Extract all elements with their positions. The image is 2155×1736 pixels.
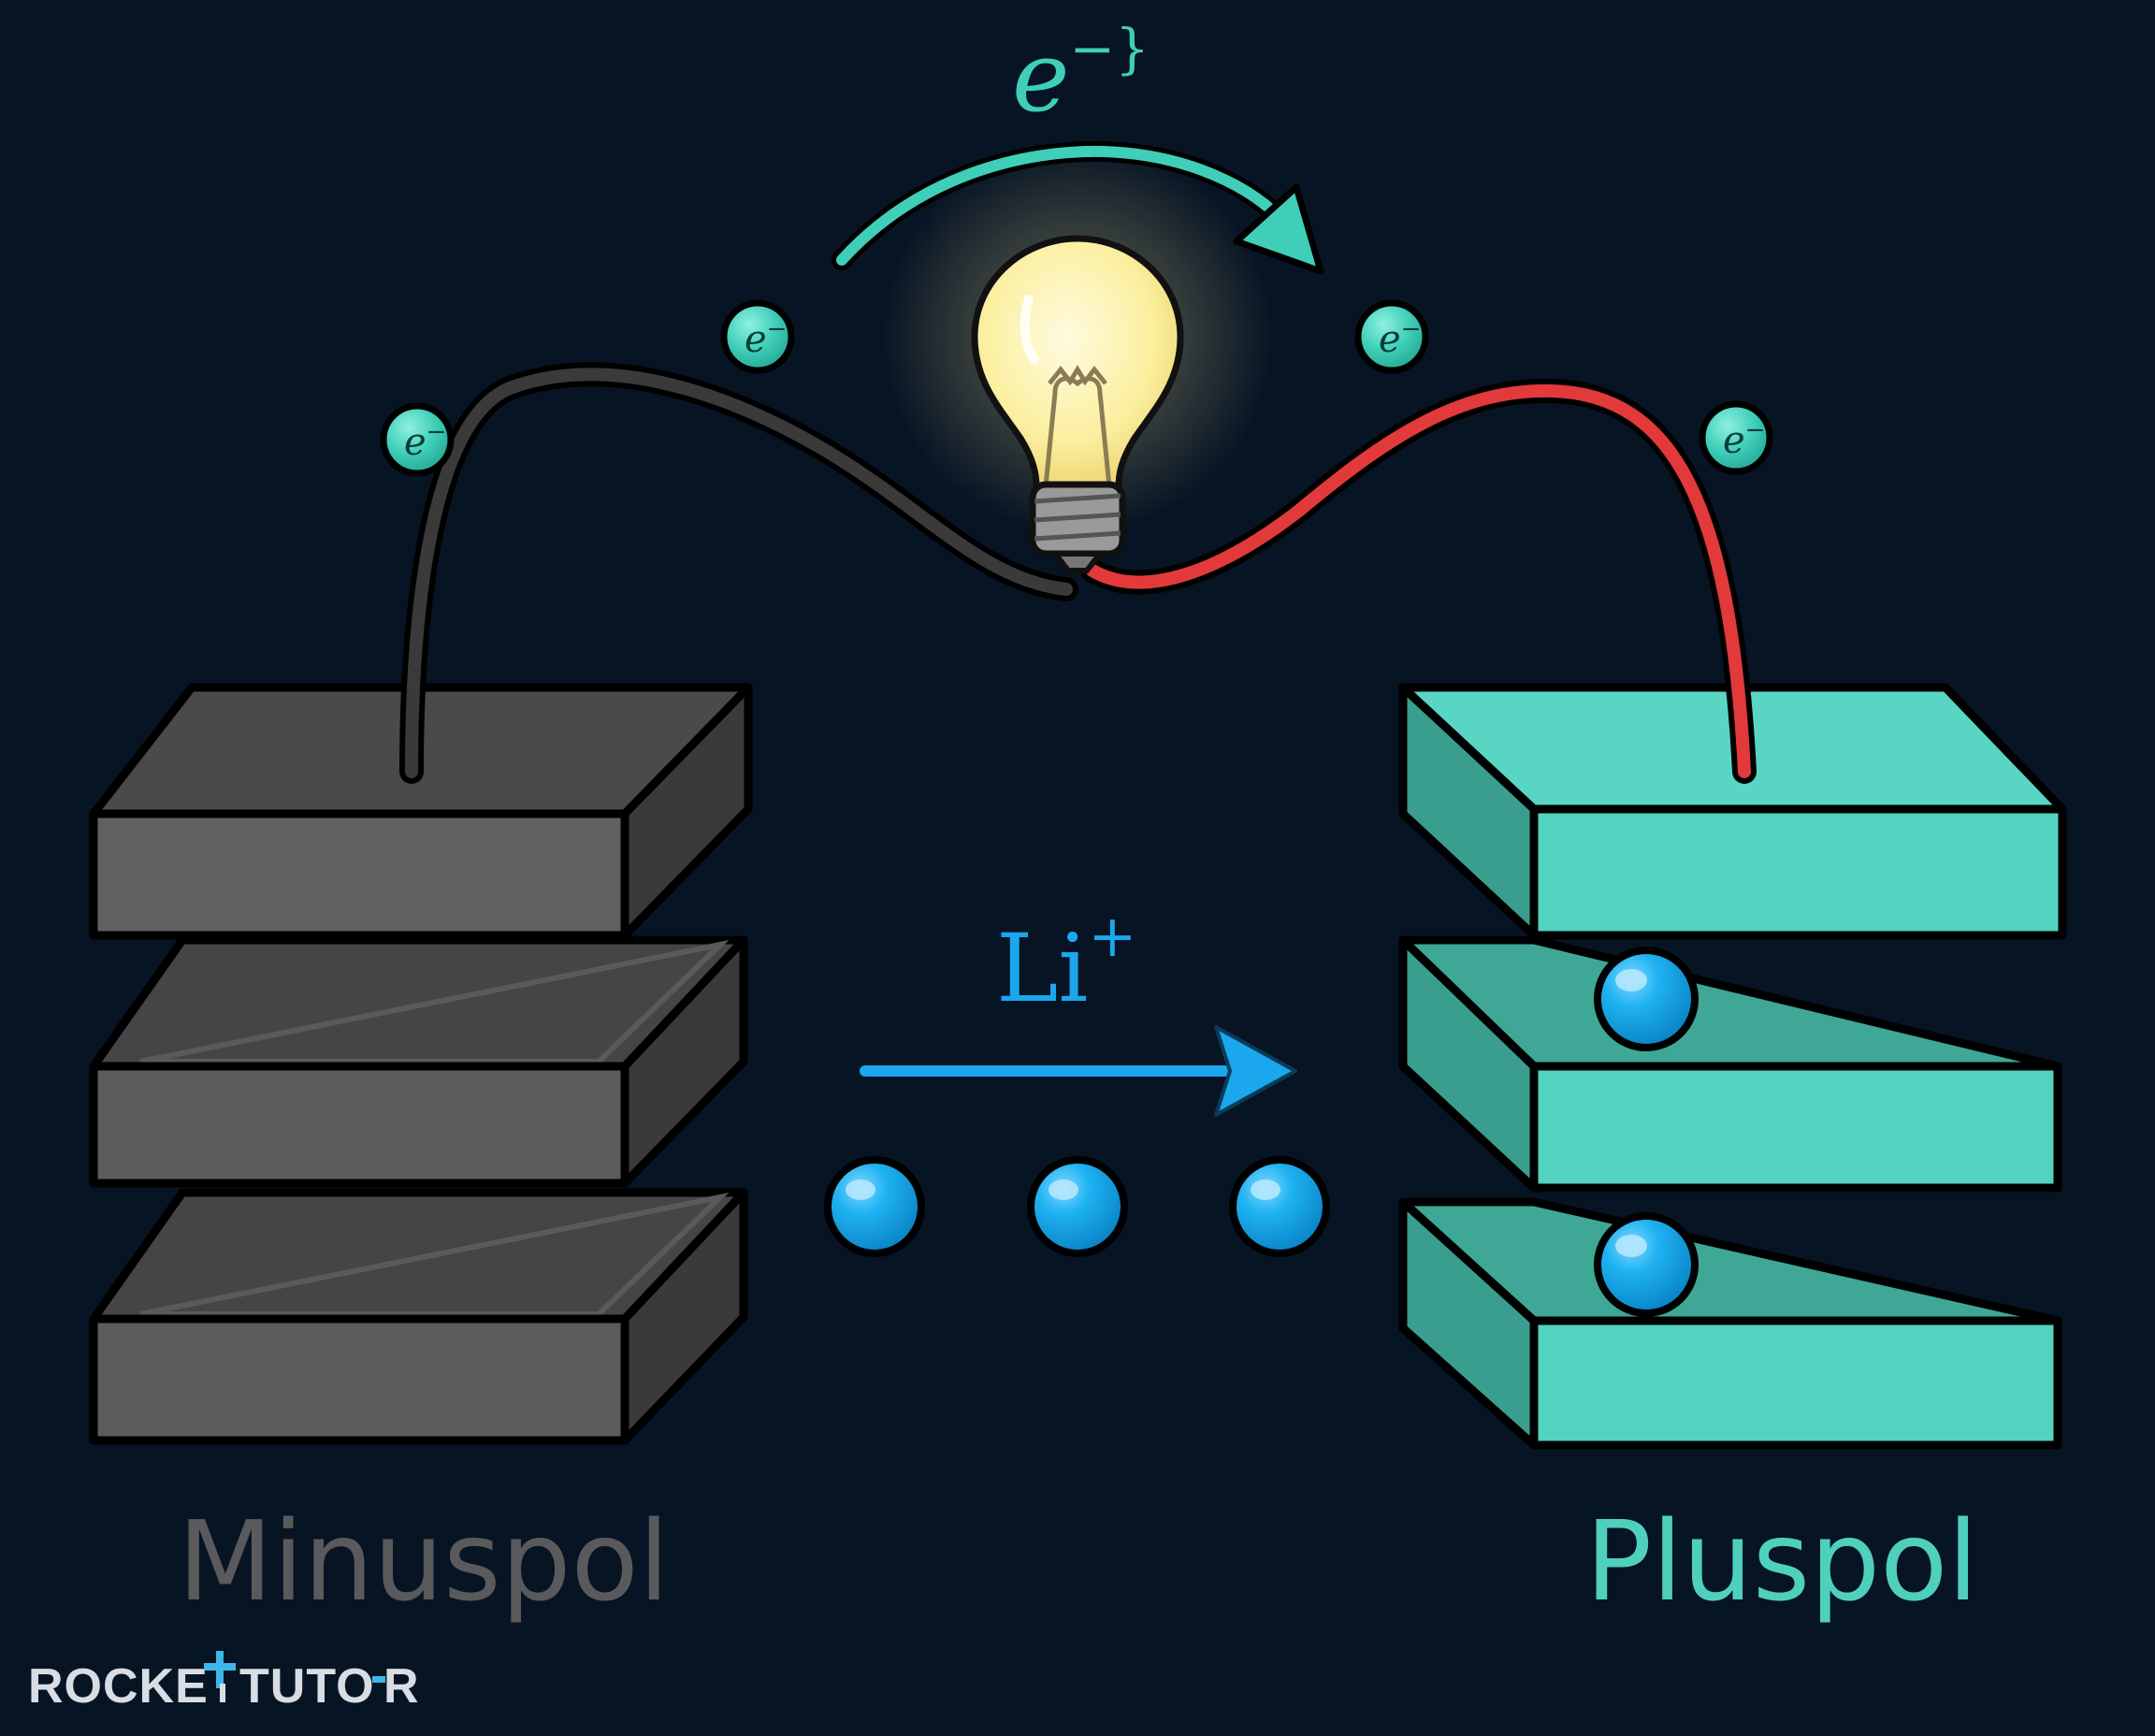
plus-icon (204, 1651, 236, 1702)
lithium-ion-icon (1594, 1212, 1699, 1317)
electron-icon: e− (380, 402, 455, 477)
svg-text:e−: e− (745, 315, 787, 361)
negative-wire (399, 362, 1078, 784)
watermark-logo: ROCKE TUTO R (28, 1651, 420, 1714)
light-bulb-icon (881, 140, 1274, 573)
svg-text:e−: e− (404, 418, 446, 464)
negative-plate-2 (89, 935, 748, 1188)
electron-icon: e− (1354, 299, 1429, 374)
positive-pole-label: Pluspol (1585, 1497, 1978, 1626)
electron-icon: e− (720, 299, 795, 374)
electron-flow-arrow (832, 140, 1324, 275)
ion-flow-arrow (860, 1025, 1297, 1117)
negative-electrode-stack (89, 683, 753, 1445)
svg-text:TUTO: TUTO (239, 1659, 375, 1714)
positive-wire (1080, 378, 1757, 784)
svg-text:e−: e− (1723, 416, 1765, 462)
lithium-ion-icon (1027, 1156, 1128, 1257)
lithium-ion-icon (1594, 947, 1699, 1051)
negative-pole-label: Minuspol (178, 1497, 670, 1626)
electron-icon: e− (1699, 400, 1773, 475)
lithium-ion-icon (1229, 1156, 1330, 1257)
positive-electrode-stack (1398, 683, 2067, 1450)
negative-plate-3 (89, 1188, 748, 1445)
lithium-ion-icon (824, 1156, 925, 1257)
electron-flow-label: e−} (1012, 17, 1150, 134)
svg-text:R: R (383, 1659, 420, 1714)
positive-plate-2 (1398, 935, 2062, 1193)
svg-text:ROCKE: ROCKE (28, 1659, 209, 1714)
positive-plate-3 (1398, 1197, 2062, 1450)
svg-text:e−: e− (1379, 315, 1421, 361)
ion-flow-label: Li+ (996, 902, 1136, 1023)
negative-plate-1 (89, 683, 753, 940)
